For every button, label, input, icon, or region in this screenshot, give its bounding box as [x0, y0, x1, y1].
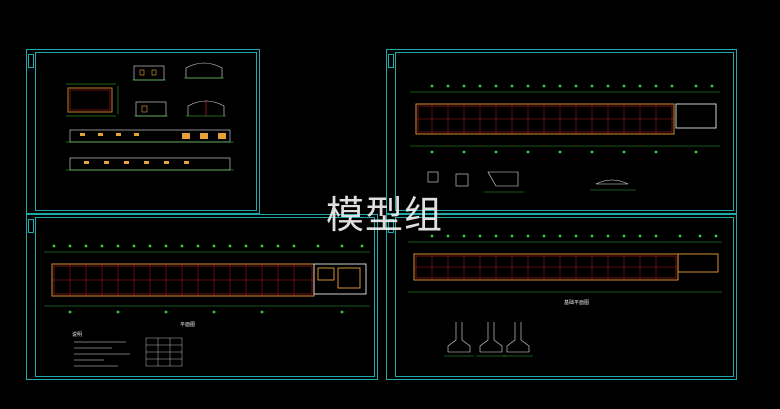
general-notes-title: 说明	[72, 332, 83, 338]
foundation-title-label: 基础平面图	[564, 300, 590, 306]
sheet-title-stub	[28, 219, 34, 233]
sheet-elevations[interactable]	[26, 49, 260, 214]
drawing-frame	[395, 217, 734, 377]
floor-grid	[52, 264, 314, 296]
notes-text-lines	[74, 341, 130, 367]
roof-grid	[416, 104, 674, 134]
floor-dimension-lines	[44, 251, 370, 307]
small-plan	[67, 87, 113, 113]
small-elevation-c	[134, 101, 168, 117]
sheet-ground-floor-plan[interactable]	[26, 214, 378, 380]
foundation-grid	[414, 254, 678, 280]
foundation-dimension-lines	[408, 241, 722, 293]
watermark-text: 模型组	[326, 193, 444, 237]
roof-axis-bubbles	[430, 84, 714, 154]
roof-dimension-lines	[410, 91, 720, 147]
floor-axis-bubbles	[52, 244, 364, 314]
sheet-title-stub	[28, 54, 34, 68]
drawing-frame	[395, 52, 734, 211]
small-elevation-b	[184, 62, 224, 79]
footing-details	[447, 322, 530, 353]
foundation-axis-bubbles	[430, 234, 718, 238]
sheet-foundation-plan[interactable]	[386, 214, 737, 380]
sheet-roof-plan[interactable]	[386, 49, 737, 214]
long-elevation-2	[66, 157, 234, 171]
plan-title-label: 平面图	[180, 322, 196, 328]
roof-details	[427, 171, 629, 187]
sheet-title-stub	[388, 54, 394, 68]
door-window-table	[145, 337, 183, 367]
small-section	[186, 100, 226, 117]
drawing-frame	[35, 217, 375, 377]
small-elevation-a	[132, 65, 166, 81]
drawing-frame	[35, 52, 257, 211]
sheet-title-stub	[388, 219, 394, 233]
long-elevation-1	[66, 129, 234, 143]
